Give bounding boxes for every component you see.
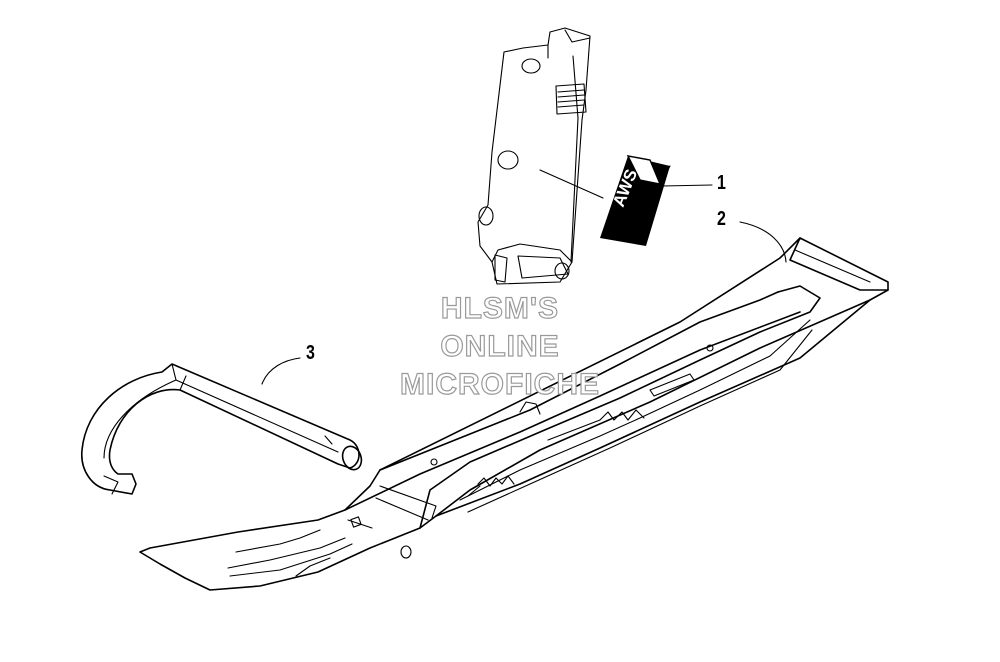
callout-3: 3 [306,342,315,364]
callout-1: 1 [717,172,726,194]
ski-illustration [139,221,889,591]
callout-1-leader [661,184,713,187]
aws-decal: AWS [539,155,671,246]
watermark-line-1: HLSM'S [440,291,560,325]
spindle-illustration [477,27,591,285]
watermark-line-3: MICROFICHE [399,367,600,401]
watermark-line-2: ONLINE [440,329,560,363]
ski-loop-illustration [81,357,363,495]
callout-2: 2 [717,208,726,230]
